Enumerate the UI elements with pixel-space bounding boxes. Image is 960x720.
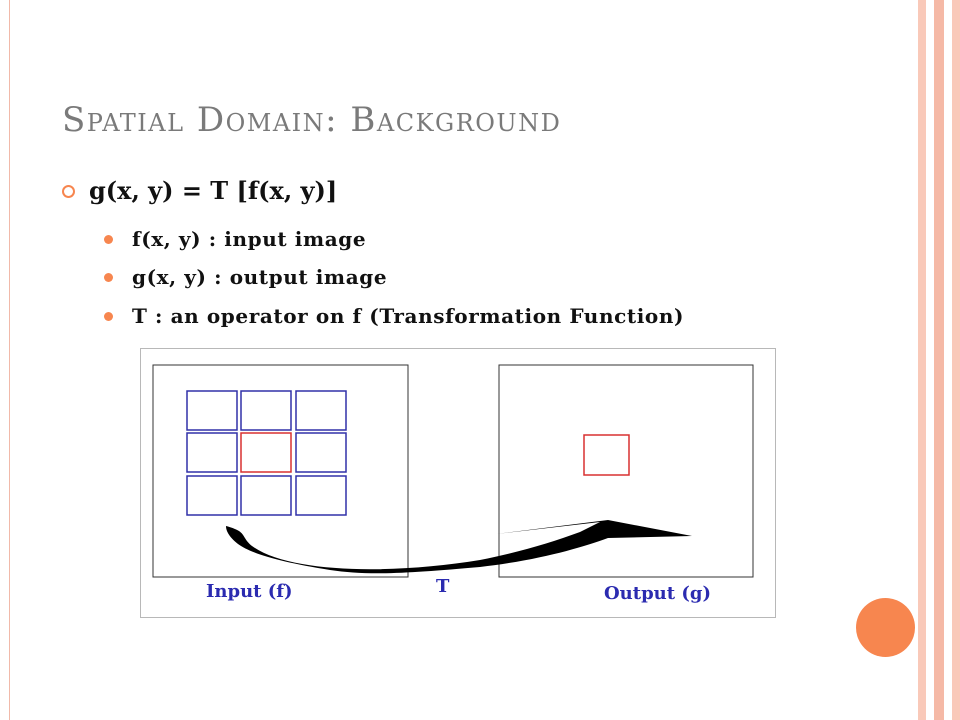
dot-bullet-icon: [104, 273, 113, 282]
sub-bullet-text: g(x, y) : output image: [132, 265, 388, 289]
neighbor-pixel-cell: [240, 390, 292, 431]
spatial-transform-figure: Input (f) T Output (g): [140, 348, 776, 618]
neighbor-pixel-cell: [240, 475, 292, 516]
bullet-main-text: g(x, y) = T [f(x, y)]: [89, 176, 338, 205]
output-image-box: [498, 364, 754, 578]
frame-stripe: [918, 0, 926, 720]
neighbor-pixel-cell: [295, 432, 347, 473]
operator-label: T: [436, 576, 450, 597]
frame-stripe: [944, 0, 952, 720]
figure-svg: Input (f) T Output (g): [140, 348, 776, 618]
right-frame-stripes: [918, 0, 960, 720]
decorative-circle: [856, 598, 915, 657]
neighbor-pixel-cell: [186, 432, 238, 473]
dot-bullet-icon: [104, 235, 113, 244]
input-label: Input (f): [206, 581, 293, 602]
neighbor-pixel-cell: [186, 390, 238, 431]
ring-bullet-icon: [62, 185, 75, 198]
slide-title: Spatial Domain: Background: [62, 100, 562, 140]
left-frame-border: [0, 0, 10, 720]
frame-stripe: [952, 0, 960, 720]
sub-bullet-text: f(x, y) : input image: [132, 227, 367, 251]
input-image-box: [152, 364, 409, 578]
dot-bullet-icon: [104, 312, 113, 321]
neighbor-pixel-cell: [295, 390, 347, 431]
sub-bullet-text: T : an operator on f (Transformation Fun…: [132, 304, 685, 328]
frame-stripe: [934, 0, 944, 720]
output-label: Output (g): [604, 583, 711, 604]
neighbor-pixel-cell: [295, 475, 347, 516]
input-neighborhood-grid: [186, 390, 347, 516]
neighbor-pixel-cell: [186, 475, 238, 516]
output-pixel-cell: [583, 434, 630, 476]
center-pixel-cell: [240, 432, 292, 473]
frame-stripe: [926, 0, 934, 720]
